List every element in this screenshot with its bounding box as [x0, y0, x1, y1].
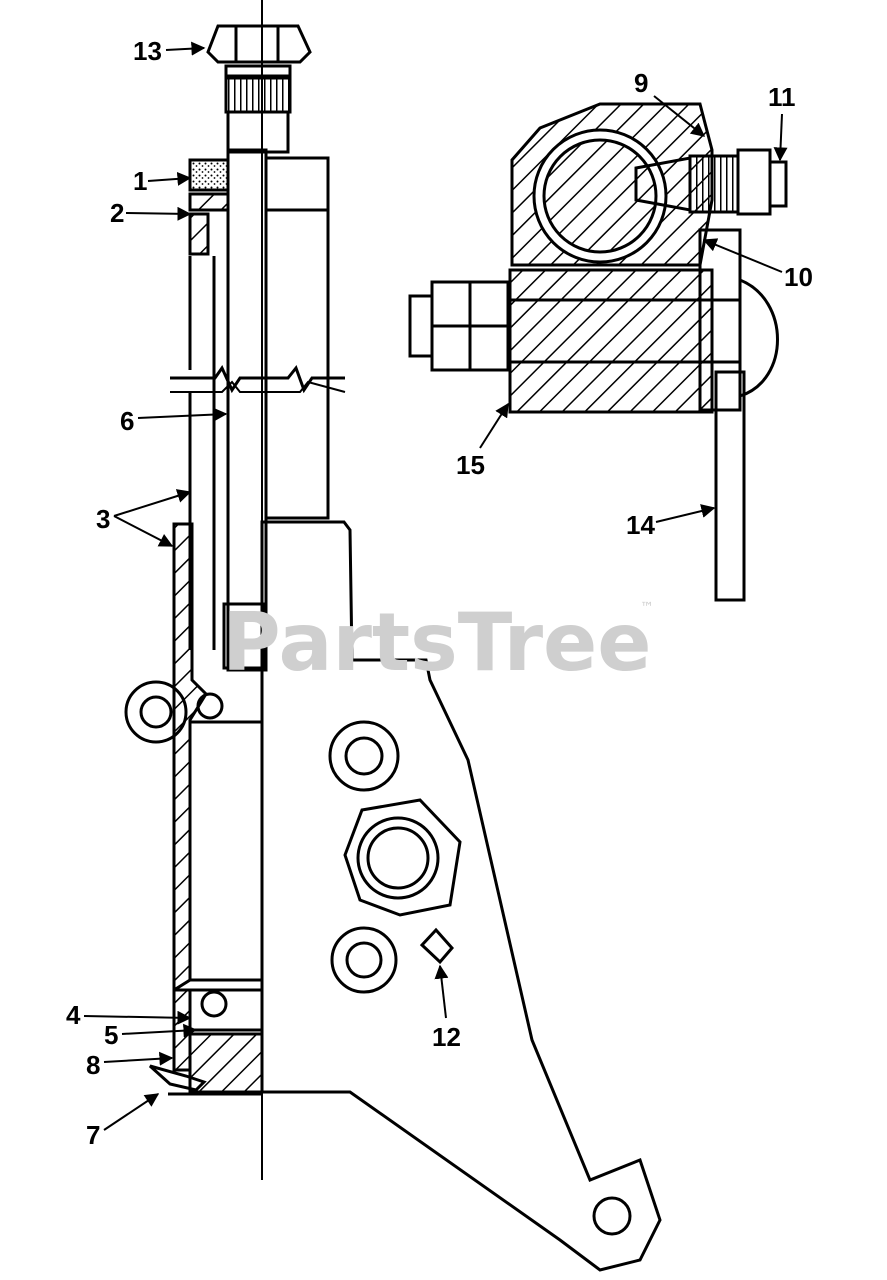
callout-15: 15 [456, 450, 485, 480]
watermark-trademark: ™ [640, 600, 654, 616]
callout-7: 7 [86, 1120, 100, 1150]
callout-10: 10 [784, 262, 813, 292]
callout-13: 13 [133, 36, 162, 66]
callout-4: 4 [66, 1000, 81, 1030]
callouts: 13 1 2 6 3 4 5 8 7 12 9 11 10 15 14 [66, 36, 813, 1150]
callout-6: 6 [120, 406, 134, 436]
callout-3: 3 [96, 504, 110, 534]
callout-9: 9 [634, 68, 648, 98]
callout-11: 11 [768, 82, 796, 112]
callout-14: 14 [626, 510, 655, 540]
clamp-assembly [408, 102, 788, 602]
lower-housing [124, 520, 662, 1272]
callout-8: 8 [86, 1050, 100, 1080]
callout-12: 12 [432, 1022, 461, 1052]
callout-1: 1 [133, 166, 147, 196]
callout-5: 5 [104, 1020, 118, 1050]
upper-tube [170, 148, 346, 672]
watermark: PartsTree [222, 596, 652, 689]
top-nut [206, 24, 312, 154]
spindle-assembly [124, 0, 662, 1272]
callout-2: 2 [110, 198, 124, 228]
